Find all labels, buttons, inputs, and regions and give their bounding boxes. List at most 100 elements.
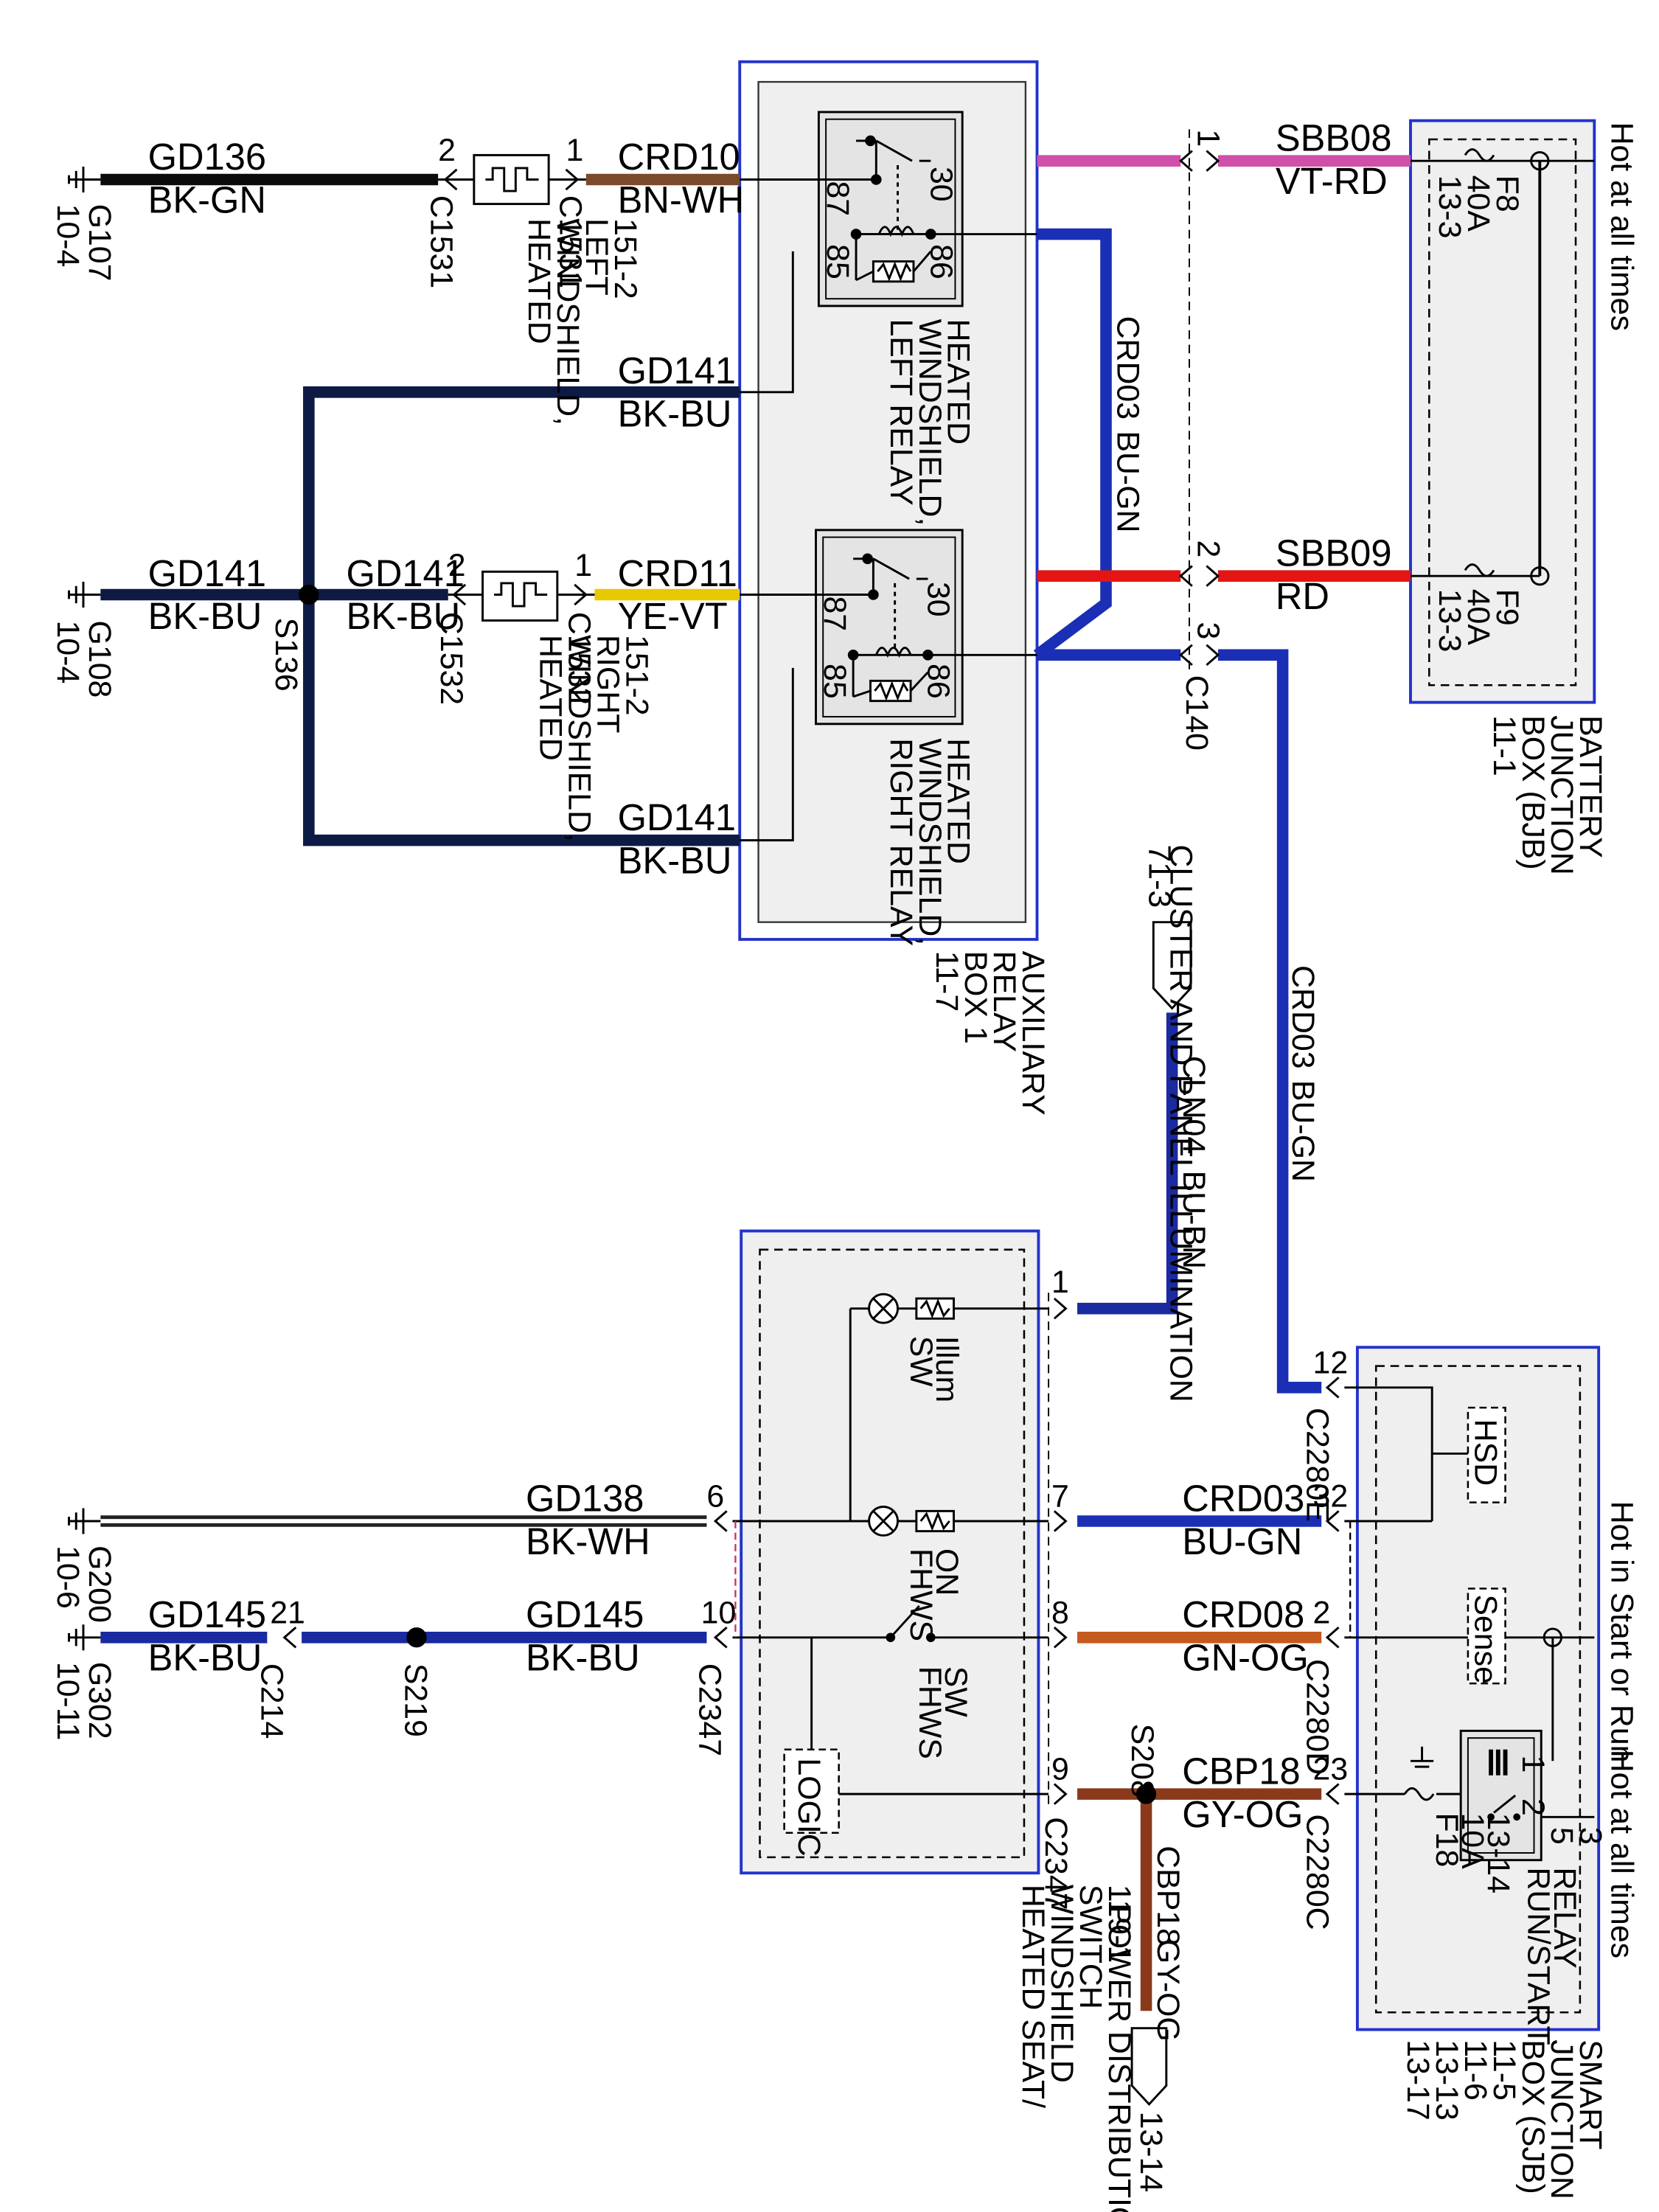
sjb-l2: JUNCTION: [1544, 2039, 1579, 2199]
fuse-f8-id: F8: [1489, 175, 1525, 212]
splice-s219: [406, 1627, 427, 1648]
label-gd141-mid: GD141: [346, 552, 464, 594]
ws-left-l3: LEFT: [579, 218, 614, 296]
fuse-f18-ref: 13-14: [1481, 1812, 1516, 1893]
connector-c2280e: C2280E: [1300, 1408, 1335, 1522]
left-relay-internals: [850, 135, 936, 283]
fhws-sw-l1: FHWS: [912, 1666, 947, 1759]
fuse-f18-rating: 10A: [1455, 1812, 1490, 1869]
fuse-f9-rating: 40A: [1461, 589, 1496, 646]
fuse-f8-rating: 40A: [1461, 175, 1496, 232]
pin-c1532-2: 2: [448, 548, 466, 583]
bjb-l1: BATTERY: [1573, 715, 1608, 858]
sense-label: Sense: [1468, 1594, 1503, 1683]
label-gd141-bottom: GD141: [618, 796, 736, 838]
connector-c1531-a: C1531: [423, 195, 459, 288]
sw-illum-lamp: [850, 1293, 1049, 1324]
label-gd141-left: GD141: [148, 552, 266, 594]
relay-l-pin-87: 87: [820, 181, 855, 216]
rs-relay-l1: RUN/START: [1521, 1867, 1557, 2045]
switch-l3: SWITCH: [1073, 1885, 1108, 2009]
label-crd08: CRD08: [1182, 1593, 1304, 1635]
label-cbp18-v-color: GY-OG: [1150, 1939, 1186, 2042]
sjb-l3: BOX (SJB): [1515, 2039, 1551, 2194]
left-relay-l3: LEFT RELAY: [883, 319, 919, 505]
relay-r-pin-86: 86: [920, 664, 956, 699]
ground-g302: [68, 1624, 101, 1651]
power-dist-pointer: [1130, 2027, 1168, 2107]
power-dist-ref: 13-14: [1133, 2112, 1169, 2193]
ws-right-l3: RIGHT: [590, 635, 625, 733]
label-crd03-a-color: BU-GN: [1110, 431, 1146, 532]
fuse-f18-symbol: [1403, 1787, 1435, 1801]
connector-c1532-a: C1532: [434, 612, 469, 705]
switch-l1: HEATED SEAT/: [1015, 1885, 1051, 2108]
ground-g108: [68, 581, 101, 608]
right-relay-l3: RIGHT RELAY: [883, 738, 919, 946]
windshield-right-element: [448, 570, 595, 622]
connector-c214: C214: [254, 1663, 290, 1739]
sw-illum-l2: Illum: [929, 1336, 964, 1402]
rs-pin-2: 2: [1515, 1798, 1551, 1816]
ground-g107: [68, 166, 101, 193]
label-sbb09: SBB09: [1276, 532, 1392, 574]
label-crd08-color: GN-OG: [1182, 1637, 1309, 1679]
relay-l-pin-86: 86: [923, 244, 959, 279]
label-sbb08-color: VT-RD: [1276, 160, 1388, 202]
hsd-block: [1467, 1406, 1506, 1503]
right-relay-l2: WINDSHIELD,: [912, 738, 947, 945]
note-hot-all-times-1: Hot at all times: [1604, 122, 1640, 331]
wire-crd03-b: [1217, 649, 1322, 1394]
ground-g107-id: G107: [82, 204, 117, 282]
connector-c2347-a: C2347: [692, 1663, 728, 1756]
pin-sjb-12: 12: [1313, 1345, 1349, 1380]
label-gd141-bottom-color: BK-BU: [618, 839, 732, 881]
cluster-pointer: [1152, 921, 1192, 1010]
ws-left-l4: 151-2: [608, 218, 643, 299]
fuse-f9-id: F9: [1489, 589, 1525, 626]
relay-l-pin-30: 30: [923, 167, 959, 202]
sjb-l6: 13-13: [1429, 2039, 1464, 2121]
pin-sjb-2: 2: [1313, 1595, 1331, 1630]
splice-s136-label: S136: [268, 618, 304, 692]
ws-right-l4: 151-2: [619, 635, 654, 716]
rs-pin-1: 1: [1515, 1756, 1551, 1773]
relay-r-pin-87: 87: [817, 596, 852, 631]
sense-block: [1467, 1587, 1506, 1685]
pin-sw-8: 8: [1051, 1595, 1069, 1630]
rs-pin-5: 5: [1544, 1827, 1579, 1845]
bjb-l4: 11-1: [1486, 715, 1522, 776]
ground-g200-id: G200: [82, 1545, 117, 1623]
fhws-switch-contact: [886, 1604, 936, 1643]
fuse-f18-id: F18: [1429, 1812, 1464, 1867]
ws-left-l2: WINDSHIELD,: [550, 218, 585, 425]
wire-crd03-a: [1033, 228, 1112, 660]
relay-r-pin-85: 85: [817, 664, 852, 699]
fuse-f8-ref: 13-3: [1432, 175, 1467, 239]
fhws-on-lamp: [868, 1506, 955, 1537]
connector-c2280d: C2280D: [1300, 1659, 1335, 1775]
cluster-label: CLUSTER AND PANEL ILLUMINATION: [1164, 844, 1199, 1402]
switch-l2: WINDSHIELD: [1044, 1885, 1079, 2083]
ws-right-l1: HEATED: [532, 635, 568, 761]
fhws-on-l2: ON: [929, 1548, 964, 1596]
splice-s208: [1135, 1784, 1157, 1804]
left-relay-box: [817, 111, 964, 307]
wire-gd141-top: [303, 386, 740, 846]
left-relay-l1: HEATED: [941, 319, 976, 445]
aux-box-l2: RELAY: [987, 951, 1022, 1052]
label-gd145-l-color: BK-BU: [148, 1637, 262, 1679]
windshield-left-element: [438, 153, 586, 206]
label-cbp18-v: CBP18: [1150, 1846, 1186, 1946]
switch-l4: 119-1: [1102, 1885, 1137, 1963]
right-relay-l1: HEATED: [941, 738, 976, 864]
label-cln04: CLN04: [1176, 1056, 1211, 1154]
label-gd141-left-color: BK-BU: [148, 595, 262, 637]
label-gd141-mid-color: BK-BU: [346, 595, 460, 637]
sjb-l1: SMART: [1573, 2039, 1608, 2149]
ground-g302-ref: 10-11: [50, 1662, 86, 1740]
label-gd145-l: GD145: [148, 1593, 266, 1635]
aux-box-l3: BOX 1: [958, 951, 993, 1044]
fhws-sw-l2: SW: [938, 1666, 973, 1718]
label-gd138-color: BK-WH: [526, 1520, 650, 1562]
